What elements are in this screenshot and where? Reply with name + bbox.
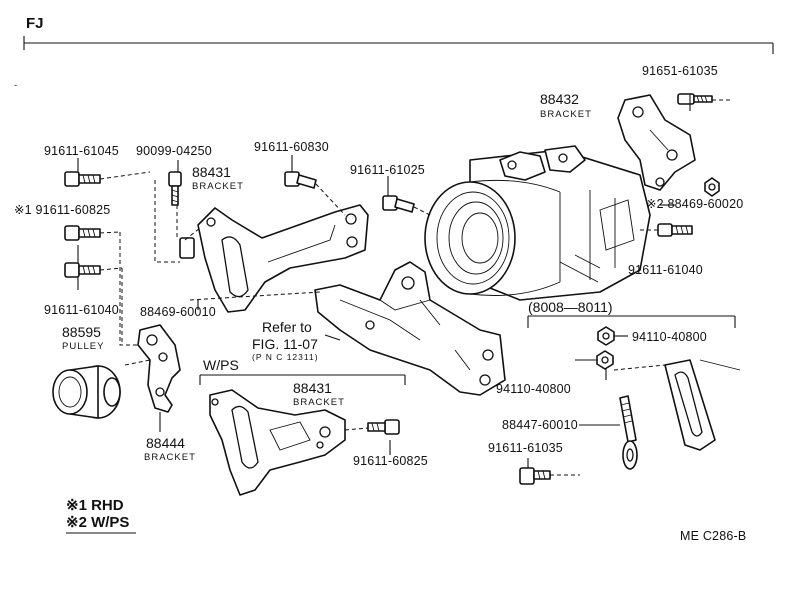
wps-frame bbox=[199, 374, 406, 385]
model-label: FJ bbox=[26, 15, 44, 32]
label-91611-61045: 91611-61045 bbox=[44, 144, 119, 158]
legend-note-wps: ※2 W/PS bbox=[66, 514, 129, 531]
ac-compressor bbox=[424, 145, 651, 301]
bolt-91611-60825 bbox=[64, 225, 101, 241]
label-91611-61035-lower: 91611-61035 bbox=[488, 441, 563, 455]
label-88431-wps: 88431 bbox=[293, 380, 332, 396]
bracket-88444 bbox=[137, 324, 181, 413]
label-88444-name: BRACKET bbox=[144, 452, 196, 463]
bracket-88431-wps bbox=[209, 389, 346, 496]
label-pnc-12311: (P N C 12311) bbox=[252, 352, 319, 362]
label-91611-61025: 91611-61025 bbox=[350, 163, 425, 177]
bolt-91651-61035 bbox=[677, 93, 713, 105]
label-88595-name: PULLEY bbox=[62, 341, 104, 352]
label-fig-11-07: FIG. 11-07 bbox=[252, 336, 318, 352]
adjusting-bolt-88447-60010 bbox=[619, 395, 638, 470]
bolt-91611-61045 bbox=[64, 171, 101, 187]
bracket-88432 bbox=[617, 94, 696, 191]
legend-note-rhd: ※1 RHD bbox=[66, 497, 124, 514]
label-94110-40800-b: 94110-40800 bbox=[496, 382, 571, 396]
label-88432-name: BRACKET bbox=[540, 109, 592, 120]
bolt-91611-61035-lower bbox=[519, 467, 551, 485]
stray-mark: - bbox=[14, 80, 18, 91]
label-88431-wps-name: BRACKET bbox=[293, 397, 345, 408]
label-94110-40800-a: 94110-40800 bbox=[632, 330, 707, 344]
mounting-bracket-main bbox=[314, 261, 506, 396]
label-88469-60020: ※2 88469-60020 bbox=[646, 197, 743, 211]
label-wps-group: W/PS bbox=[203, 357, 239, 373]
bolt-91611-61040-left bbox=[64, 262, 101, 278]
label-refer-to: Refer to bbox=[262, 319, 312, 335]
label-91611-60830: 91611-60830 bbox=[254, 140, 329, 154]
label-91611-61040-right: 91611-61040 bbox=[628, 263, 703, 277]
label-91611-61040-left: 91611-61040 bbox=[44, 303, 119, 317]
bolt-91611-61025 bbox=[382, 195, 415, 213]
label-91651-61035: 91651-61035 bbox=[642, 64, 718, 78]
label-88431-upper: 88431 bbox=[192, 164, 231, 180]
leader-lines bbox=[77, 94, 730, 476]
label-90099-04250: 90099-04250 bbox=[136, 144, 212, 158]
bolt-91611-60825-lower bbox=[367, 419, 400, 435]
nut-94110-40800-b bbox=[596, 350, 614, 370]
stud-90099-04250 bbox=[168, 171, 182, 206]
bracket-88431-upper bbox=[179, 204, 369, 313]
header-bracket bbox=[23, 36, 774, 54]
label-91611-60825-lower: 91611-60825 bbox=[353, 454, 428, 468]
label-88431-upper-name: BRACKET bbox=[192, 181, 244, 192]
nut-94110-40800-a bbox=[597, 326, 615, 346]
label-88444: 88444 bbox=[146, 435, 185, 451]
nut-88469-60020 bbox=[704, 177, 720, 197]
label-88469-60010: 88469-60010 bbox=[140, 305, 216, 319]
adjusting-bar bbox=[664, 359, 741, 451]
label-88432: 88432 bbox=[540, 91, 579, 107]
figure-code: ME C286-B bbox=[680, 529, 746, 543]
label-8008-8011: (8008—8011) bbox=[528, 299, 613, 315]
bolt-91611-61040-right bbox=[657, 223, 693, 237]
label-88447-60010: 88447-60010 bbox=[502, 418, 578, 432]
bracket-frame-8008-8011 bbox=[527, 315, 736, 328]
idler-pulley bbox=[52, 365, 121, 419]
label-91611-60825: ※1 91611-60825 bbox=[14, 203, 110, 217]
label-88595: 88595 bbox=[62, 324, 101, 340]
bolt-91611-60830 bbox=[284, 171, 317, 189]
